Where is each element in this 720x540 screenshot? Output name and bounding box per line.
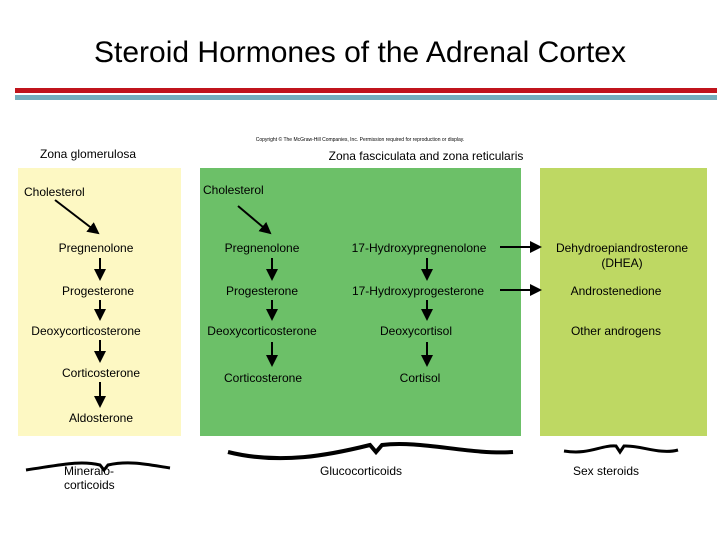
blue-rule bbox=[15, 95, 717, 100]
page-title: Steroid Hormones of the Adrenal Cortex bbox=[94, 36, 626, 69]
brace-sex-steroids bbox=[563, 444, 679, 455]
fasc-deoxycortisol: Deoxycortisol bbox=[379, 324, 453, 338]
zona-fasciculata-box bbox=[200, 168, 521, 436]
arrow-glom-chol-preg bbox=[54, 199, 100, 235]
glom-corticosterone: Corticosterone bbox=[61, 366, 141, 380]
fasc-17-hydroxyprogesterone: 17-Hydroxyprogesterone bbox=[351, 284, 485, 298]
zona-reticularis-box bbox=[540, 168, 707, 436]
fasc-progesterone: Progesterone bbox=[225, 284, 299, 298]
class-mineralocorticoids-2: corticoids bbox=[64, 478, 115, 492]
ret-androstenedione: Androstenedione bbox=[570, 284, 662, 298]
zone-label-fasciculata-reticularis: Zona fasciculata and zona reticularis bbox=[328, 149, 524, 163]
glom-deoxycorticosterone: Deoxycorticosterone bbox=[31, 324, 141, 338]
fasc-cortisol: Cortisol bbox=[399, 371, 441, 385]
glom-pregnenolone: Pregnenolone bbox=[58, 241, 134, 255]
red-rule bbox=[15, 88, 717, 93]
glom-progesterone: Progesterone bbox=[61, 284, 135, 298]
class-sex-steroids: Sex steroids bbox=[572, 464, 640, 478]
fasc-deoxycorticosterone: Deoxycorticosterone bbox=[207, 324, 317, 338]
ret-dhea-abbr: (DHEA) bbox=[601, 256, 643, 270]
ret-dhea: Dehydroepiandrosterone bbox=[555, 241, 689, 255]
arrow-fasc-chol-preg bbox=[237, 205, 272, 235]
class-glucocorticoids: Glucocorticoids bbox=[319, 464, 403, 478]
fasc-corticosterone: Corticosterone bbox=[223, 371, 303, 385]
glom-aldosterone: Aldosterone bbox=[68, 411, 134, 425]
glom-cholesterol: Cholesterol bbox=[24, 185, 85, 199]
brace-glucocorticoids bbox=[227, 441, 514, 461]
ret-other-androgens: Other androgens bbox=[570, 324, 662, 338]
fasc-cholesterol: Cholesterol bbox=[203, 183, 264, 197]
brace-mineralocorticoids bbox=[25, 461, 171, 473]
zone-label-glomerulosa: Zona glomerulosa bbox=[40, 147, 137, 161]
fasc-pregnenolone: Pregnenolone bbox=[224, 241, 300, 255]
fasc-17-hydroxypregnenolone: 17-Hydroxypregnenolone bbox=[351, 241, 487, 255]
copyright-notice: Copyright © The McGraw-Hill Companies, I… bbox=[255, 137, 465, 143]
